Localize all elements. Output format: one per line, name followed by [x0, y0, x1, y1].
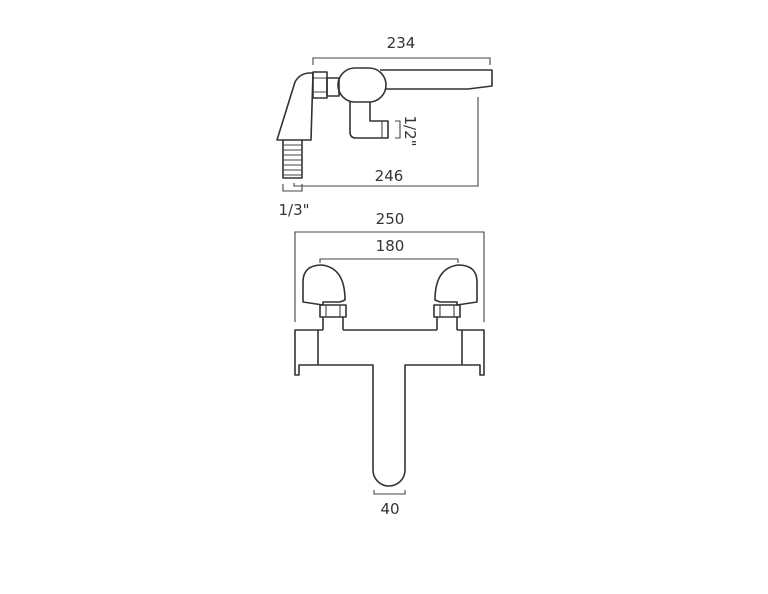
- threaded-shank: [282, 140, 303, 179]
- dimension-label-250: 250: [376, 210, 405, 228]
- nut: [312, 71, 328, 99]
- dimension-label-234: 234: [387, 34, 416, 52]
- dimension-label-thread: 1/3": [278, 201, 309, 219]
- dimension-line-234: [312, 57, 491, 65]
- tap-pillar: [276, 72, 314, 141]
- dimension-label-40: 40: [380, 500, 399, 518]
- right-handle: [433, 264, 478, 330]
- dimension-label-half-inch: 1/2": [401, 115, 419, 146]
- dimension-label-246: 246: [375, 167, 404, 185]
- front-view: 250 180 40: [294, 210, 485, 518]
- connector: [326, 77, 340, 97]
- tap-body: [294, 329, 485, 487]
- dimension-bracket-half-inch: [395, 120, 401, 139]
- dimension-line-246: [293, 97, 479, 187]
- spout: [380, 69, 493, 90]
- valve-body: [337, 67, 387, 103]
- dimension-label-180: 180: [376, 237, 405, 255]
- dimension-line-250: [294, 231, 485, 322]
- thread-lines: [283, 144, 302, 176]
- inlet-elbow: [349, 102, 389, 139]
- left-handle: [302, 264, 347, 330]
- dimension-bracket-thread: [282, 184, 303, 192]
- dimension-line-180: [319, 258, 459, 263]
- side-view: 234 1/2" 246 1/3": [276, 34, 493, 219]
- dimension-bracket-40: [373, 490, 406, 495]
